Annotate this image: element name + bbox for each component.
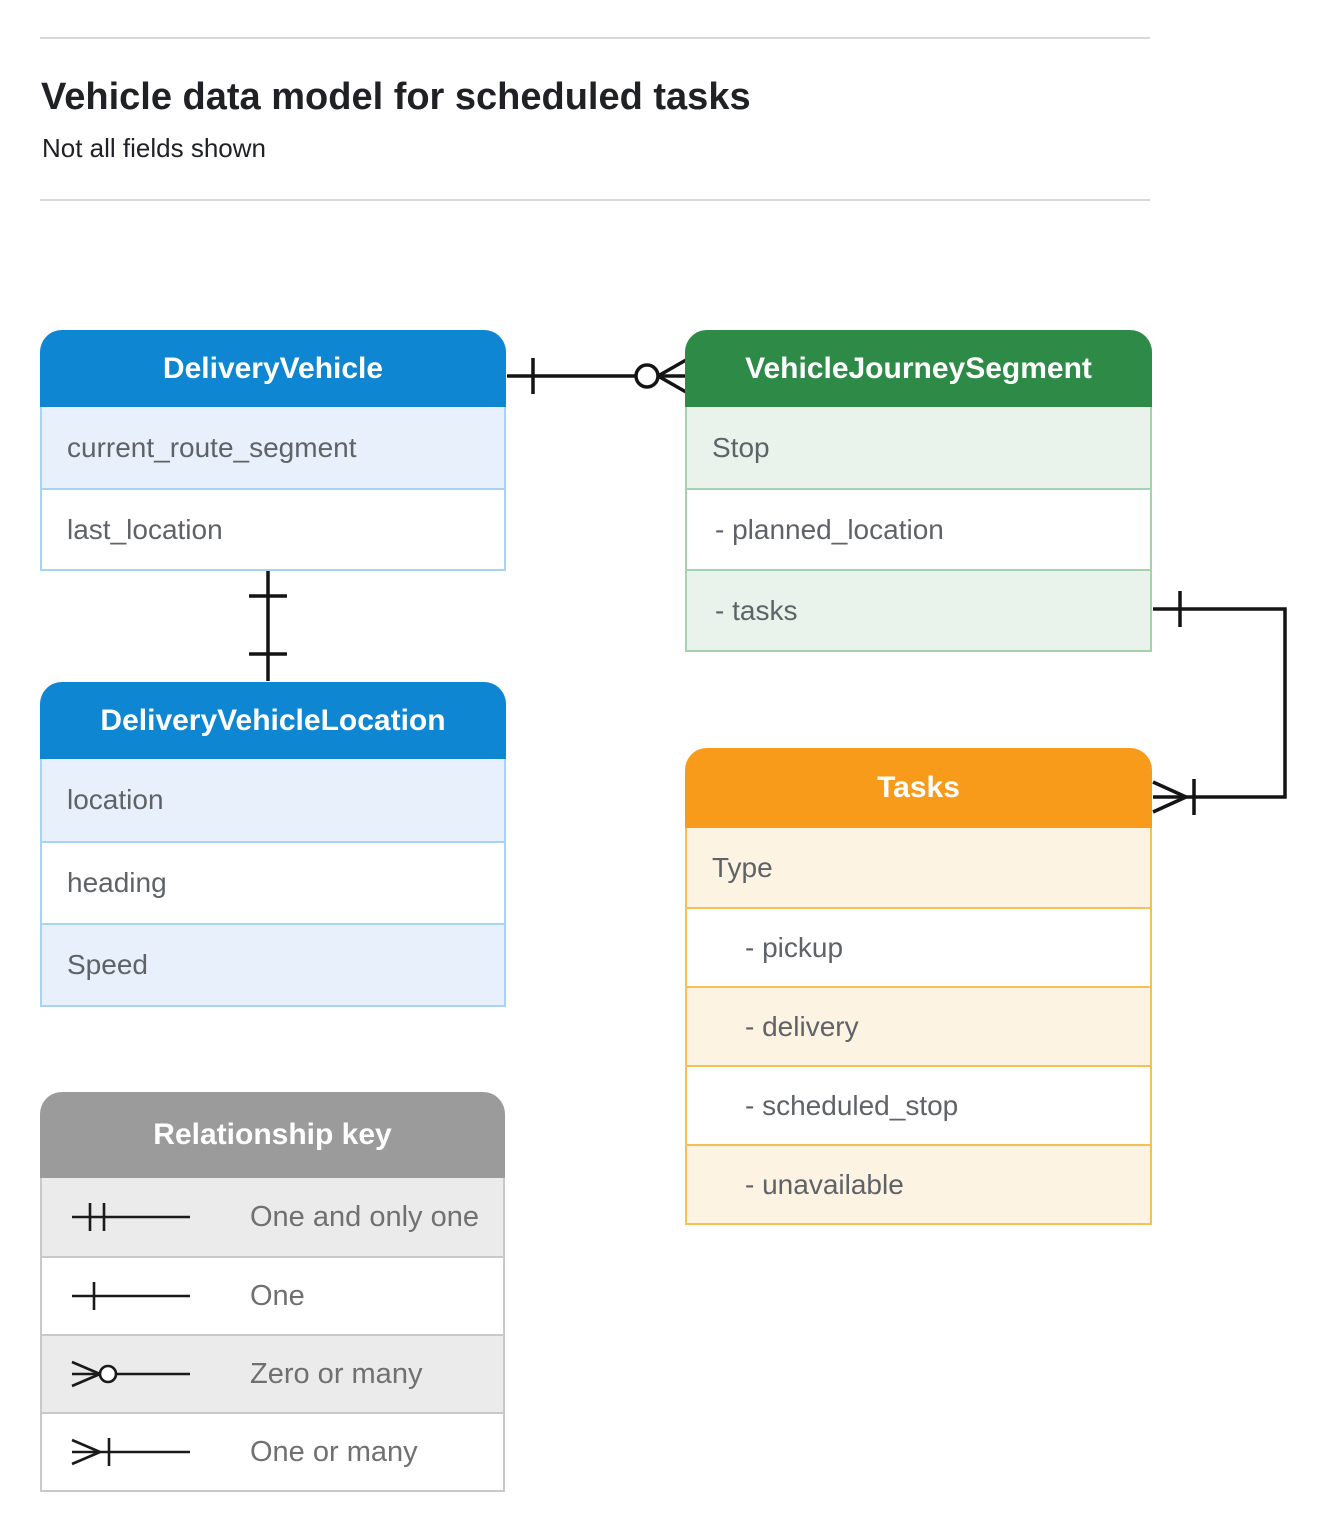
field-row: - pickup — [687, 907, 1150, 986]
page-title: Vehicle data model for scheduled tasks — [41, 76, 751, 118]
one-icon — [72, 1282, 190, 1310]
entity-tasks: Tasks Type - pickup - delivery - schedul… — [685, 748, 1152, 1225]
entity-delivery-vehicle-location: DeliveryVehicleLocation location heading… — [40, 682, 506, 1007]
field-row: heading — [42, 841, 504, 923]
entity-vehicle-journey-segment: VehicleJourneySegment Stop - planned_loc… — [685, 330, 1152, 652]
entity-title: Tasks — [685, 748, 1152, 828]
field-row: last_location — [42, 488, 504, 569]
entity-title: DeliveryVehicleLocation — [40, 682, 506, 759]
field-row: - delivery — [687, 986, 1150, 1065]
relationship-key: Relationship key One and only one One — [40, 1092, 505, 1492]
legend-label: One — [250, 1279, 305, 1312]
zero-or-many-icon — [634, 358, 687, 394]
field-row: - unavailable — [687, 1144, 1150, 1223]
legend-item: Zero or many — [42, 1334, 503, 1412]
page-subtitle: Not all fields shown — [42, 133, 266, 163]
legend-label: One and only one — [250, 1200, 479, 1233]
legend-title: Relationship key — [40, 1092, 505, 1178]
one-or-many-icon — [71, 1438, 190, 1466]
one-and-only-one-icon — [72, 1203, 190, 1231]
field-row: current_route_segment — [42, 407, 504, 488]
field-row: - planned_location — [687, 488, 1150, 569]
entity-title: DeliveryVehicle — [40, 330, 506, 407]
legend-item: One and only one — [42, 1178, 503, 1256]
connector-deliveryvehicle-to-vehiclejourneysegment — [507, 358, 687, 394]
field-row: Type — [687, 828, 1150, 907]
zero-or-many-icon — [71, 1360, 190, 1388]
legend-label: Zero or many — [250, 1357, 423, 1390]
entity-title: VehicleJourneySegment — [685, 330, 1152, 407]
field-row: - scheduled_stop — [687, 1065, 1150, 1144]
header-divider — [40, 199, 1150, 201]
legend-item: One or many — [42, 1412, 503, 1490]
legend-item: One — [42, 1256, 503, 1334]
legend-body: One and only one One Zero or many — [40, 1178, 505, 1492]
legend-label: One or many — [250, 1435, 418, 1468]
entity-body: Stop - planned_location - tasks — [685, 407, 1152, 652]
entity-body: Type - pickup - delivery - scheduled_sto… — [685, 828, 1152, 1225]
entity-delivery-vehicle: DeliveryVehicle current_route_segment la… — [40, 330, 506, 571]
field-row: Stop — [687, 407, 1150, 488]
one-or-many-icon — [1152, 779, 1196, 815]
connector-vehiclejourneysegment-tasks-to-tasks — [1152, 591, 1287, 815]
field-row: location — [42, 759, 504, 841]
entity-body: location heading Speed — [40, 759, 506, 1007]
entity-body: current_route_segment last_location — [40, 407, 506, 571]
top-divider — [40, 37, 1150, 39]
field-row: - tasks — [687, 569, 1150, 650]
connector-deliveryvehicle-to-deliveryvehiclelocation — [249, 569, 287, 681]
field-row: Speed — [42, 923, 504, 1005]
